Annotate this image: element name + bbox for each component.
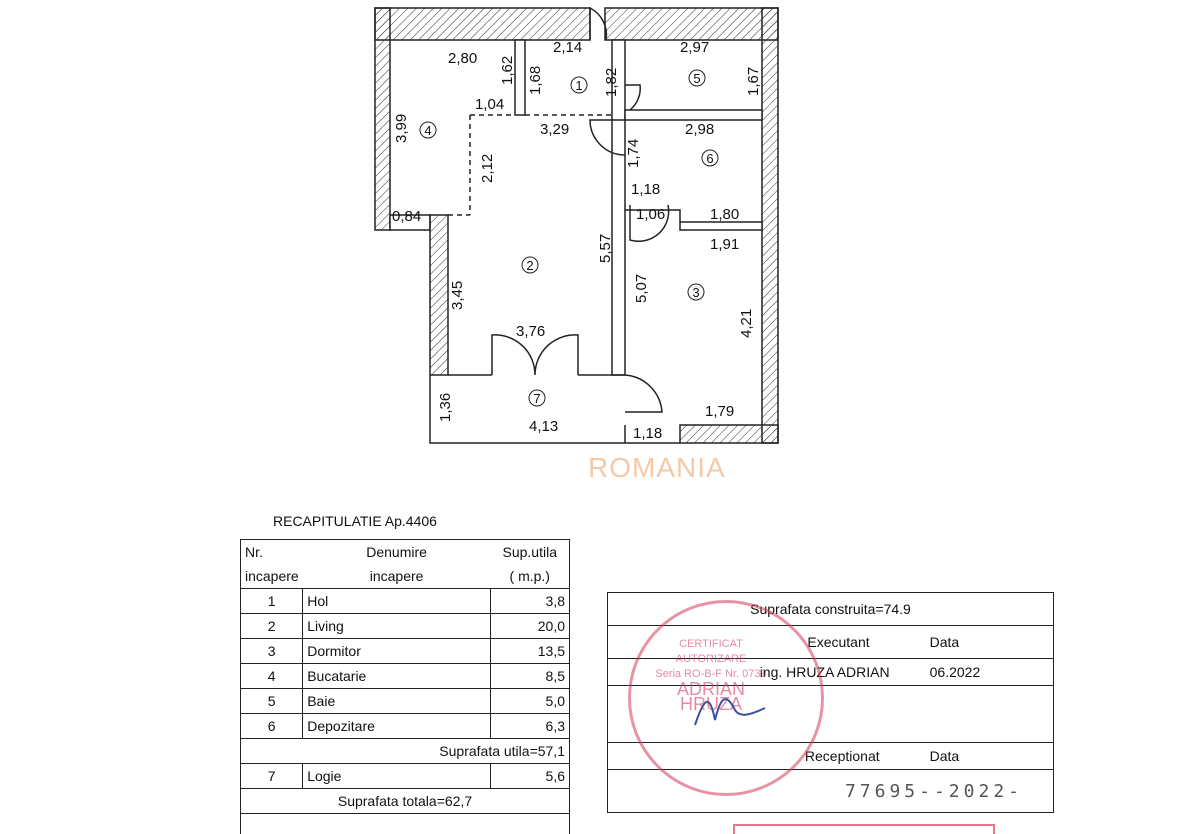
dim-label: 1,62 [499,56,516,85]
room-number-3: 3 [692,285,699,300]
room-number-5: 5 [693,71,700,86]
recap-table: Nr. Denumire Sup.utila incapere incapere ( m… [239,539,570,834]
executant-name: ing. HRUZA ADRIAN [606,658,910,686]
dim-label: 2,97 [680,39,709,56]
dim-label: 5,07 [633,274,650,303]
room-area: 6,3 [490,713,570,739]
dim-label: 1,04 [475,96,504,113]
dim-label: 1,36 [437,393,454,422]
signature-icon [694,698,766,726]
room-nr: 3 [239,638,304,664]
executant-label: Executant [606,625,910,659]
received-date-label: Data [909,742,1054,770]
header-area-2: ( m.p.) [509,568,550,584]
empty-row [240,813,570,834]
header-nr: Nr. [245,544,263,560]
room-nr: 1 [239,588,304,614]
red-stamp-box [733,824,995,834]
dim-label: 1,80 [710,206,739,223]
floor-plan: 2,80 1,62 1,68 2,14 1,82 2,97 1,67 3,99 … [374,6,779,444]
room-nr: 4 [239,663,304,689]
dim-label: 5,57 [597,234,614,263]
room-nr: 2 [239,613,304,639]
room-number-markers [419,69,719,407]
dim-label: 1,91 [710,236,739,253]
room-name: Logie [302,763,491,789]
room-nr: 5 [239,688,304,714]
header-area: Sup.utila [502,544,557,560]
room-area: 5,0 [490,688,570,714]
dim-label: 3,99 [393,114,410,143]
dim-label: 2,12 [479,154,496,183]
room-number-2: 2 [526,258,533,273]
dim-label: 0,84 [392,208,421,225]
dim-label: 3,76 [516,323,545,340]
room-nr: 7 [239,763,304,789]
room-area: 3,8 [490,588,570,614]
room-area: 13,5 [490,638,570,664]
dim-label: 3,45 [449,281,466,310]
dim-label: 1,18 [633,425,662,442]
interior-lines [429,6,681,444]
room-name: Depozitare [302,713,491,739]
room-area: 20,0 [490,613,570,639]
room-name: Living [302,613,491,639]
useful-area-total: Suprafata utila=57,1 [240,738,570,764]
room-area: 5,6 [490,763,570,789]
dim-label: 1,79 [705,403,734,420]
dim-label: 1,18 [631,181,660,198]
dim-label: 2,80 [448,50,477,67]
room-name: Hol [302,588,491,614]
room-number-6: 6 [706,151,713,166]
watermark: ROMANIA [588,452,726,483]
room-name: Dormitor [302,638,491,664]
built-area: Suprafata construita=74.9 [607,592,1054,626]
room-number-7: 7 [533,391,540,406]
date-label: Data [909,625,1054,659]
room-name: Baie [302,688,491,714]
room-name: Bucatarie [302,663,491,689]
header-name: Denumire [366,544,427,560]
header-name-2: incapere [369,568,424,584]
registration-number: 77695--2022- [607,769,1054,813]
dim-label: 2,14 [553,39,582,56]
room-area: 8,5 [490,663,570,689]
signature-area [607,685,1054,743]
dim-label: 4,21 [738,309,755,338]
room-nr: 6 [239,713,304,739]
header-nr-2: incapere [245,568,299,584]
dim-label: 4,13 [529,418,558,435]
room-number-1: 1 [575,78,582,93]
room-number-4: 4 [424,123,431,138]
executant-date: 06.2022 [909,658,1054,686]
dim-label: 1,67 [745,67,762,96]
grand-total: Suprafata totala=62,7 [240,788,570,814]
recap-title: RECAPITULATIE Ap.4406 [273,513,437,529]
dim-label: 1,68 [527,66,544,95]
dim-label: 2,98 [685,121,714,138]
dim-label: 3,29 [540,121,569,138]
dim-label: 1,74 [625,139,642,168]
walls [374,7,779,444]
dim-label: 1,82 [603,68,620,97]
received-label: Receptionat [606,742,910,770]
dim-label: 1,06 [636,206,665,223]
dimension-labels: 2,80 1,62 1,68 2,14 1,82 2,97 1,67 3,99 … [392,39,762,442]
